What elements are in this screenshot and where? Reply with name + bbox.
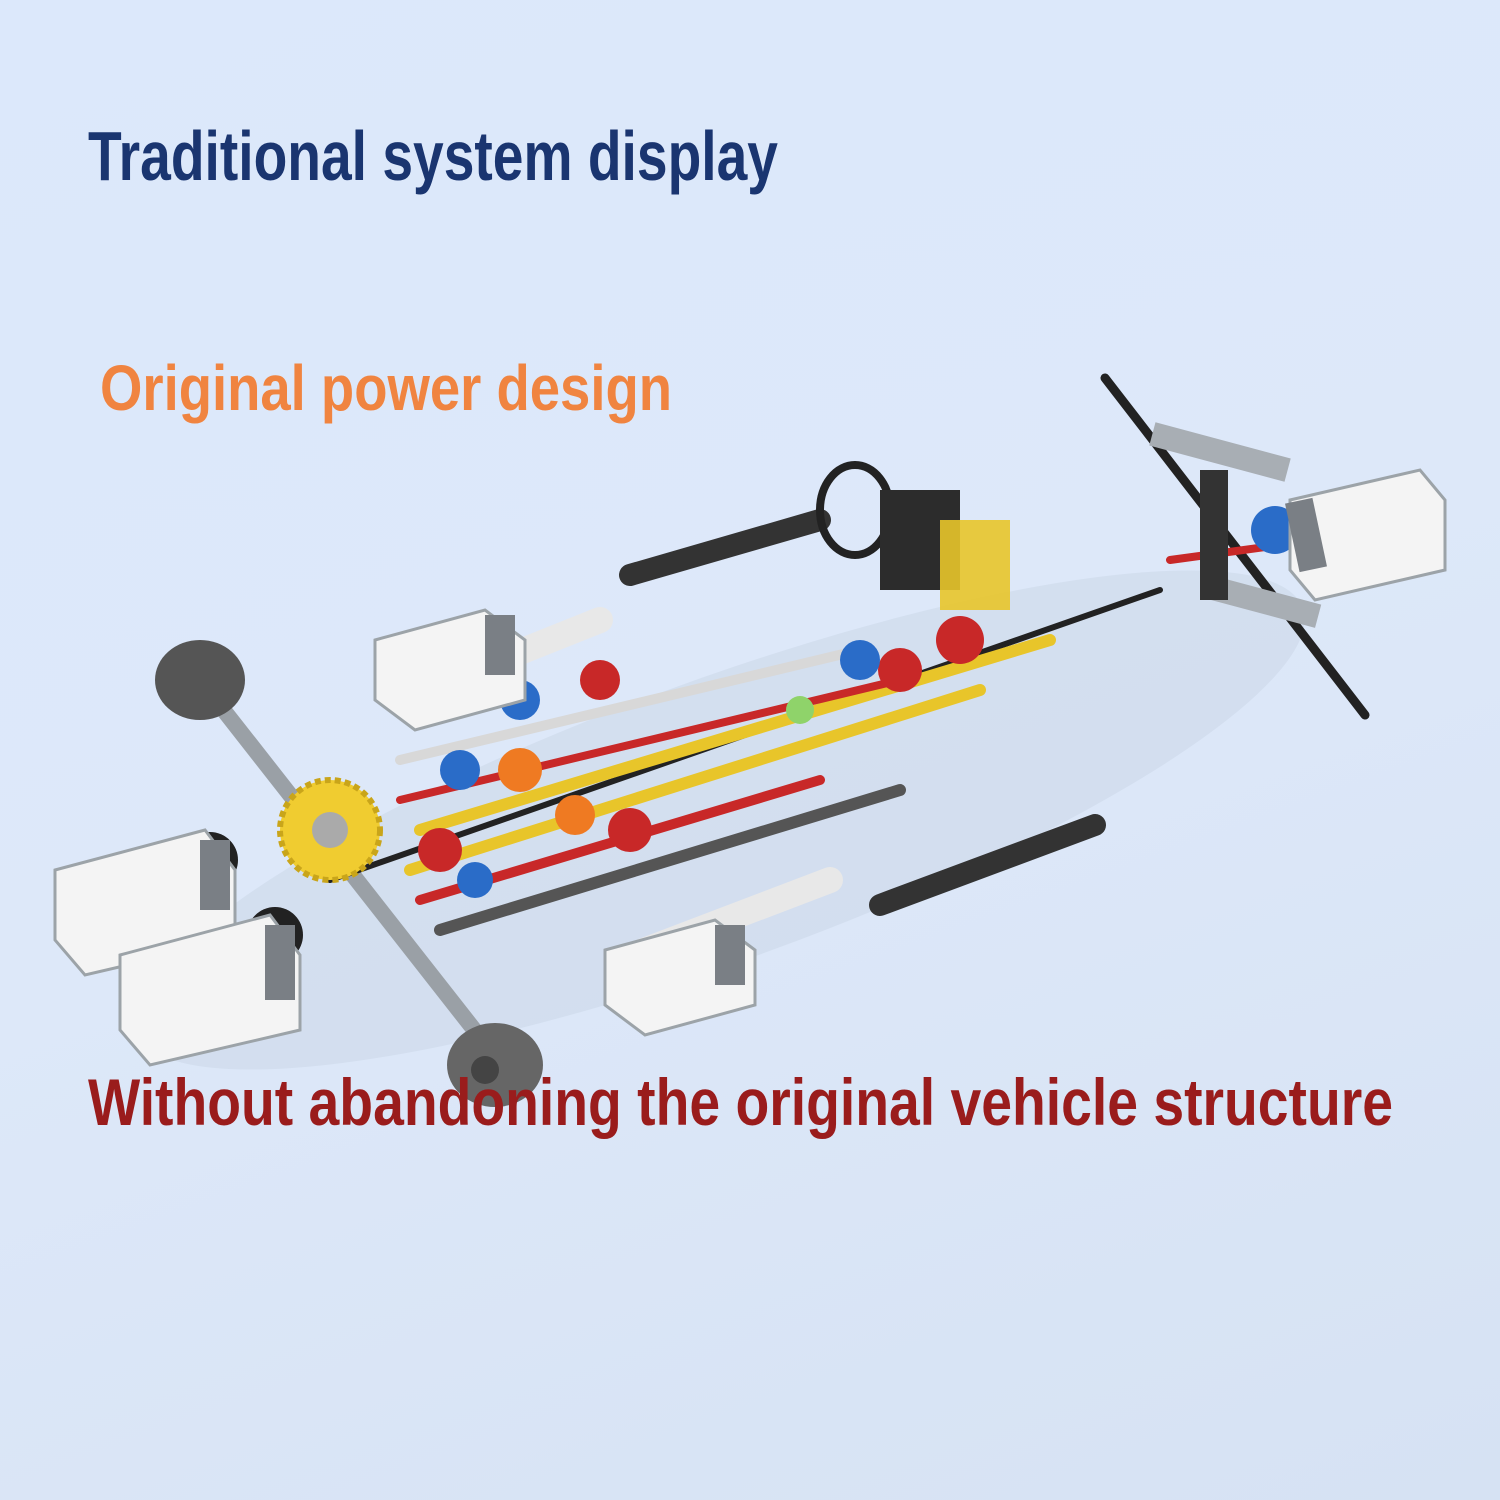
lego-chassis-model: [53, 373, 1447, 1107]
caption: Without abandoning the original vehicle …: [88, 1065, 1393, 1139]
headline: Traditional system display: [88, 117, 778, 195]
motor-rear: [1288, 468, 1447, 602]
subheadline: Original power design: [100, 352, 672, 424]
